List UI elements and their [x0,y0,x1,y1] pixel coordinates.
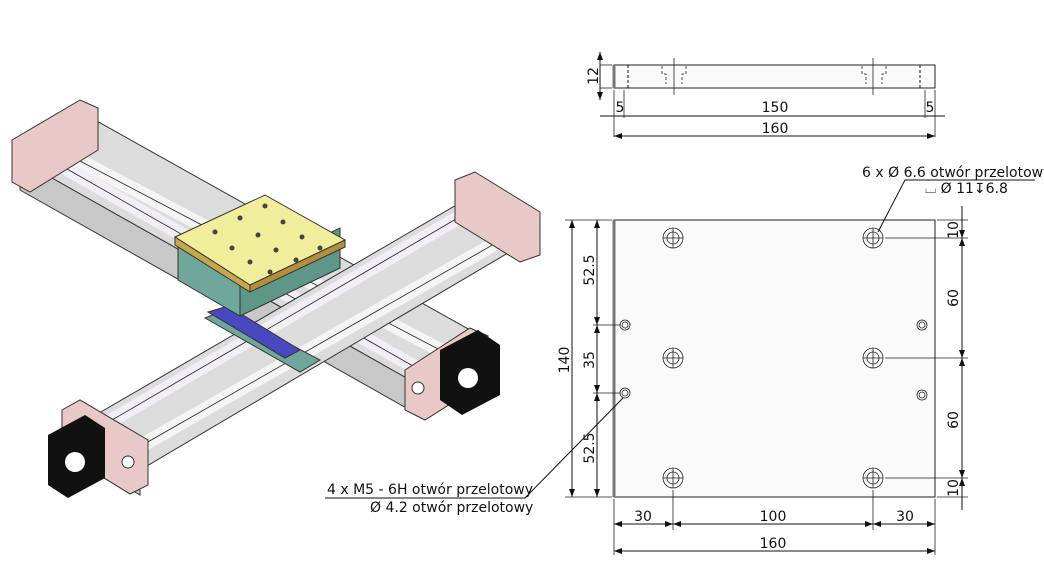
callout-counterbore-line2: ⌴ Ø 11↧6.8 [925,181,1008,197]
dim-bottom-total: 160 [760,536,787,552]
motor-bottom-right [440,330,500,415]
end-plate-top-left [11,99,99,193]
dim-left-margin: 5 [616,100,625,116]
end-plate-top-right [454,171,541,263]
dim-right-margin: 5 [926,100,935,116]
dim-right-top: 10 [946,221,962,239]
callout-thread-line1: 4 x M5 - 6H otwór przelotowy [327,482,533,498]
dim-right-upper: 60 [946,289,962,307]
motor-bottom-left [48,415,105,498]
dim-right-bottom: 10 [946,479,962,497]
dim-bottom-middle: 100 [760,509,787,525]
callout-counterbore-line1: 6 x Ø 6.6 otwór przelotowy [862,165,1044,181]
plan-view: 6 x Ø 6.6 otwór przelotowy ⌴ Ø 11↧6.8 4 … [325,165,1044,555]
dim-hole-span: 150 [762,100,789,116]
top-plate-3d [173,194,347,293]
dim-left-top: 52.5 [582,254,598,285]
dim-bottom-left: 30 [634,509,652,525]
counterbored-holes [662,227,884,489]
dim-bottom-right: 30 [896,509,914,525]
callout-thread-line2: Ø 4.2 otwór przelotowy [370,500,533,516]
dim-left-total: 140 [557,347,573,374]
dim-right-lower: 60 [946,411,962,429]
dim-left-middle: 35 [582,351,598,369]
dim-left-bottom: 52.5 [582,432,598,463]
isometric-assembly [11,99,541,498]
dim-total-length: 160 [762,121,789,137]
dim-thickness: 12 [586,67,602,85]
side-view: 12 5 150 5 160 [586,52,945,139]
